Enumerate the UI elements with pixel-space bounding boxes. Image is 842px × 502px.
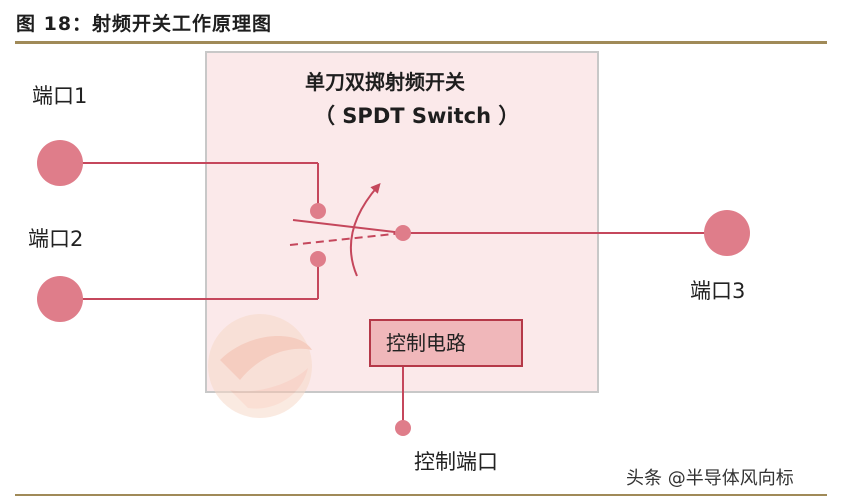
watermark-text: 头条 @半导体风向标 bbox=[626, 468, 794, 489]
port3-node bbox=[704, 210, 750, 256]
throw1-contact bbox=[310, 203, 326, 219]
port1-label: 端口1 bbox=[32, 84, 88, 108]
port2-node bbox=[37, 276, 83, 322]
rotation-arrow bbox=[349, 182, 381, 277]
port3-label: 端口3 bbox=[690, 279, 746, 303]
top-divider bbox=[15, 41, 827, 44]
switch-blade bbox=[292, 219, 404, 234]
figure-title: 图 18：射频开关工作原理图 bbox=[16, 13, 273, 35]
control-port-label: 控制端口 bbox=[414, 450, 498, 474]
switch-subtitle: （ SPDT Switch ） bbox=[314, 104, 520, 128]
logo-watermark bbox=[208, 314, 312, 418]
bottom-divider bbox=[15, 494, 827, 496]
port2-label: 端口2 bbox=[28, 227, 84, 251]
control-circuit-box: 控制电路 bbox=[369, 319, 523, 367]
control-port-node bbox=[395, 420, 411, 436]
switch-title: 单刀双掷射频开关 bbox=[305, 70, 465, 94]
pivot-contact bbox=[395, 225, 411, 241]
switch-blade-alternate bbox=[289, 232, 404, 246]
port1-node bbox=[37, 140, 83, 186]
throw2-contact bbox=[310, 251, 326, 267]
